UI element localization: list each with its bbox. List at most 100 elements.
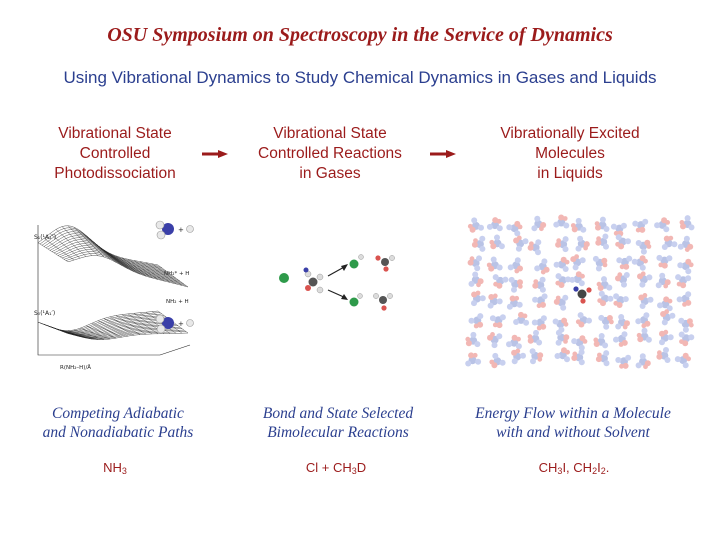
atom bbox=[593, 341, 600, 347]
atom bbox=[552, 318, 559, 325]
right-arrow-icon bbox=[430, 150, 456, 158]
solvent-molecule bbox=[610, 222, 627, 237]
heading-line: Controlled Reactions bbox=[258, 145, 402, 162]
atom bbox=[577, 239, 586, 248]
atom bbox=[661, 262, 668, 269]
atom bbox=[602, 342, 609, 349]
atom bbox=[496, 225, 503, 232]
atom bbox=[623, 263, 630, 270]
atom bbox=[685, 268, 692, 275]
atom bbox=[685, 275, 692, 282]
atom bbox=[541, 258, 548, 265]
atom bbox=[563, 222, 570, 229]
atom bbox=[668, 235, 674, 241]
atom bbox=[613, 300, 619, 306]
solvent-cluster bbox=[465, 214, 695, 370]
atom bbox=[557, 298, 566, 307]
atom bbox=[583, 245, 588, 251]
solvent-molecule bbox=[553, 294, 569, 311]
atom bbox=[666, 305, 673, 312]
atom bbox=[539, 226, 544, 232]
solvent-molecule bbox=[571, 349, 585, 366]
atom bbox=[555, 273, 562, 280]
atom bbox=[562, 266, 569, 272]
mesh-line bbox=[67, 225, 99, 256]
atom bbox=[617, 272, 623, 278]
solvent-molecule bbox=[598, 314, 614, 330]
atom bbox=[575, 245, 582, 252]
solvent-molecule bbox=[595, 350, 610, 367]
atom bbox=[679, 220, 685, 225]
atom bbox=[680, 223, 686, 230]
mesh-line bbox=[133, 260, 165, 282]
axis-label: R(NH₂–H)/Å bbox=[60, 364, 91, 371]
solvent-molecule bbox=[513, 235, 529, 252]
solvent-molecule bbox=[569, 271, 585, 287]
atom bbox=[477, 313, 484, 320]
atom bbox=[642, 293, 648, 298]
solvent-molecule bbox=[534, 258, 550, 275]
mesh-line bbox=[73, 227, 105, 258]
atom bbox=[683, 235, 690, 242]
solute-molecule bbox=[573, 286, 592, 304]
atom bbox=[536, 325, 542, 331]
solvent-molecule bbox=[616, 255, 633, 270]
solvent-molecule bbox=[635, 353, 651, 370]
atom bbox=[641, 327, 648, 334]
solvent-molecule bbox=[489, 352, 506, 369]
atom bbox=[656, 353, 663, 360]
atom bbox=[513, 319, 520, 325]
mesh-line bbox=[79, 328, 111, 340]
mesh-line bbox=[73, 329, 105, 340]
axes-frame bbox=[37, 225, 191, 356]
atom bbox=[661, 300, 670, 309]
atom bbox=[533, 279, 539, 284]
solvent-molecule bbox=[553, 256, 570, 272]
solvent-molecules-figure bbox=[465, 214, 695, 370]
atom bbox=[540, 323, 547, 330]
atom bbox=[553, 261, 560, 268]
solvent-molecule bbox=[637, 271, 653, 288]
atom bbox=[578, 349, 585, 356]
atom bbox=[663, 347, 669, 353]
atom bbox=[517, 279, 523, 286]
solvent-molecule bbox=[613, 293, 629, 308]
mesh-line bbox=[145, 262, 177, 285]
atom bbox=[597, 352, 602, 358]
atom bbox=[530, 358, 536, 365]
atom bbox=[498, 243, 505, 250]
reaction-scheme-figure bbox=[279, 254, 395, 311]
atom bbox=[667, 298, 673, 304]
atom bbox=[598, 314, 605, 321]
atom bbox=[490, 256, 497, 263]
atom bbox=[618, 342, 624, 347]
mesh-line bbox=[151, 263, 183, 286]
atom bbox=[635, 362, 642, 369]
atom bbox=[571, 226, 578, 233]
atom bbox=[602, 233, 609, 240]
atom bbox=[613, 336, 619, 343]
atom bbox=[467, 223, 473, 229]
solvent-molecule bbox=[615, 234, 631, 250]
slide-title: OSU Symposium on Spectroscopy in the Ser… bbox=[107, 24, 613, 46]
atom bbox=[479, 295, 486, 302]
mesh-line bbox=[109, 316, 141, 335]
solvent-molecule bbox=[487, 293, 503, 309]
solvent-molecule bbox=[492, 274, 509, 289]
atom bbox=[496, 276, 505, 285]
solvent-molecule bbox=[615, 272, 630, 288]
atom bbox=[510, 338, 519, 347]
solvent-molecule bbox=[471, 235, 486, 252]
mesh-line bbox=[85, 235, 117, 263]
solvent-molecule bbox=[635, 312, 651, 329]
atom bbox=[465, 336, 471, 342]
atom bbox=[540, 269, 546, 275]
atom bbox=[602, 262, 608, 268]
atom bbox=[555, 329, 562, 336]
atom bbox=[613, 293, 620, 300]
atom bbox=[492, 274, 499, 281]
atom bbox=[688, 262, 694, 268]
atom bbox=[657, 350, 662, 356]
atom bbox=[675, 274, 682, 281]
formula-ammonia: NH3 bbox=[103, 460, 127, 476]
